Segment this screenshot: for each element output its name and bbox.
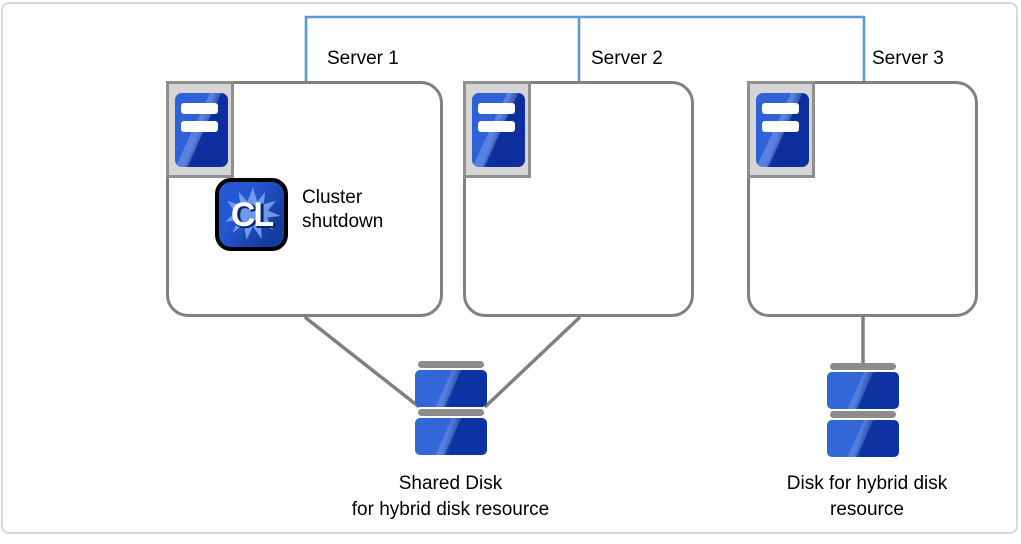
server2-label: Server 2: [591, 48, 663, 69]
server-unit-icon: [463, 81, 531, 178]
server-tower-icon: [472, 93, 525, 167]
disk-platter-bar: [830, 363, 896, 370]
shared-disk-caption: Shared Disk for hybrid disk resource: [328, 471, 573, 523]
server-drive-bay: [478, 103, 515, 114]
server-unit-icon: [747, 81, 815, 178]
cluster-shutdown-label: Cluster shutdown: [302, 186, 383, 234]
server-tower-icon: [756, 93, 809, 167]
server-tower-icon: [175, 93, 228, 167]
cl-letters: CL: [230, 196, 274, 234]
disk-platter-bar: [418, 361, 484, 368]
cl-splat-shape: [225, 187, 281, 240]
cluster-shutdown-label-line2: shutdown: [302, 211, 384, 232]
server-unit-icon: [166, 81, 234, 178]
shared-disk-caption-line2: for hybrid disk resource: [351, 499, 550, 520]
shared-disk-caption-line1: Shared Disk: [398, 473, 503, 494]
disk-body: [827, 372, 899, 409]
connector-server1-shared-disk: [304, 316, 420, 408]
cluster-shutdown-icon: CL: [215, 178, 288, 251]
hybrid-disk-caption-line2: resource: [830, 499, 904, 520]
server2-box: [463, 81, 694, 317]
disk-body: [827, 420, 899, 457]
cluster-shutdown-label-line1: Cluster: [302, 187, 363, 208]
server1-label: Server 1: [327, 48, 399, 69]
hybrid-disk-caption-line1: Disk for hybrid disk: [786, 473, 948, 494]
server1-box: [166, 81, 443, 317]
disk-body: [415, 370, 487, 407]
server-drive-bay: [762, 103, 799, 114]
server3-label: Server 3: [872, 48, 944, 69]
cl-splat-polygon: [225, 187, 281, 240]
server3-box: [747, 81, 978, 317]
server-drive-bay: [478, 121, 515, 132]
disk-body: [415, 418, 487, 455]
hybrid-disk-caption: Disk for hybrid disk resource: [756, 471, 978, 523]
hybrid-disk-icon: [827, 363, 899, 459]
server-drive-bay: [181, 103, 218, 114]
server-drive-bay: [762, 121, 799, 132]
connector-server2-shared-disk: [484, 316, 581, 408]
server-drive-bay: [181, 121, 218, 132]
shared-disk-icon: [415, 361, 487, 457]
disk-platter-bar: [830, 411, 896, 418]
disk-platter-bar: [418, 409, 484, 416]
